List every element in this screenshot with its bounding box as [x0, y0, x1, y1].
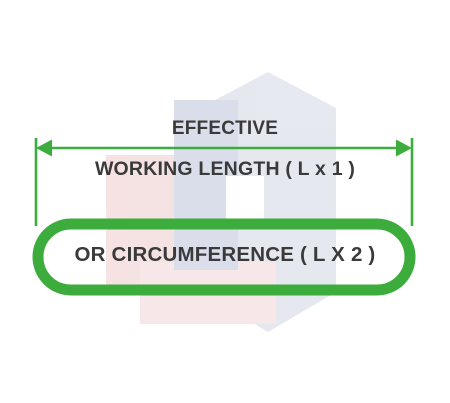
arrow-head-left	[36, 139, 52, 157]
watermark-hexagon	[200, 72, 336, 332]
arrow-head-right	[396, 139, 412, 157]
effective-label: EFFECTIVE	[171, 118, 279, 139]
circumference-label: OR CIRCUMFERENCE ( L X 2 )	[74, 243, 376, 266]
working-length-label: WORKING LENGTH ( L x 1 )	[94, 158, 356, 180]
watermark-blue-block	[174, 100, 238, 270]
dimension-arrow	[34, 138, 414, 226]
sling-loop	[32, 218, 416, 296]
